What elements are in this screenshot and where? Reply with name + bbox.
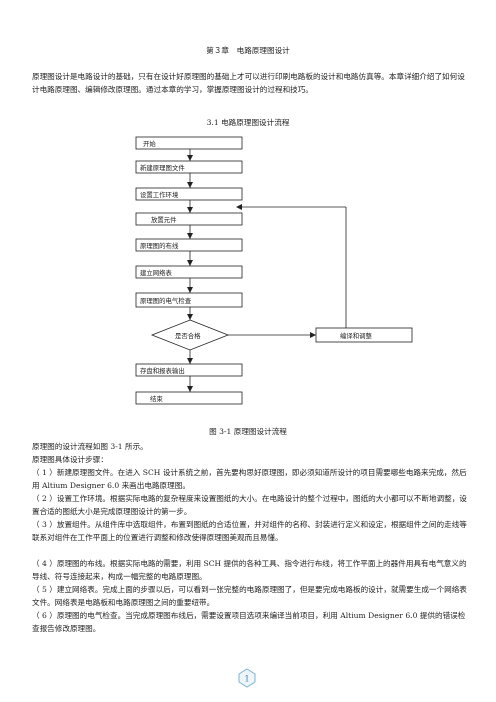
body-paragraph: 原理图的设计流程如图 3-1 所示。 <box>32 442 148 451</box>
flow-step-start-label: 开始 <box>143 139 156 148</box>
page-number-badge: 1 <box>238 668 256 688</box>
chapter-title: 第３章 电路原理图设计 <box>206 46 290 55</box>
arrowheads <box>187 155 193 392</box>
flow-side-step-label: 编译和调整 <box>340 331 373 340</box>
flow-step-netlist <box>135 265 243 279</box>
figure-caption: 图 3-1 原理图设计流程 <box>209 427 287 436</box>
body-paragraph: （ 1 ）新建原理图文件。在进入 SCH 设计系统之前，首先要构思好原理图，即必… <box>32 468 467 490</box>
body-paragraph: （ 2 ）设置工作环境。根据实际电路的复杂程度来设置图纸的大小。在电路设计的整个… <box>32 494 467 516</box>
flow-step-end <box>135 391 243 405</box>
flow-decision <box>150 319 230 351</box>
flow-step-erc <box>135 292 243 308</box>
flow-step-wiring-label: 原理图的布线 <box>140 241 179 250</box>
flow-step-save <box>135 363 243 377</box>
flow-decision-label: 是否合格 <box>175 331 201 340</box>
page-number: 1 <box>244 675 249 684</box>
flow-step-netlist-label: 建立网络表 <box>140 268 173 277</box>
flow-step-wiring <box>135 238 243 252</box>
flow-step-end-label: 结束 <box>150 394 163 403</box>
flow-step-new-file <box>135 160 243 174</box>
section-title: 3.1 电路原理图设计流程 <box>206 118 290 127</box>
flow-step-new-file-label: 新建原理图文件 <box>140 163 185 172</box>
flow-side-step <box>315 327 413 343</box>
flow-step-place-parts-label: 放置元件 <box>151 215 177 224</box>
body-paragraph: （ 3 ）放置组件。从组件库中选取组件，布置到图纸的合适位置，并对组件的名称、封… <box>32 520 467 542</box>
flow-step-erc-label: 原理图的电气检查 <box>140 296 192 305</box>
flow-step-environment <box>135 187 243 201</box>
body-paragraph: 原理图具体设计步骤： <box>32 455 108 464</box>
flow-step-start <box>135 136 243 150</box>
flow-step-environment-label: 设置工作环境 <box>140 190 179 199</box>
intro-paragraph: 原理图设计是电路设计的基础，只有在设计好原理图的基础上才可以进行印刷电路板的设计… <box>32 72 465 94</box>
body-paragraph: （ 4 ）原理图的布线。根据实际电路的需要，利用 SCH 提供的各种工具、指令进… <box>32 559 467 581</box>
body-paragraph: （ 5 ）建立网络表。完成上面的步骤以后，可以看到一张完整的电路原理图了，但是要… <box>32 585 467 607</box>
flow-step-place-parts <box>135 212 243 226</box>
flow-step-save-label: 存盘和报表输出 <box>140 366 185 375</box>
body-paragraph: （ 6 ）原理图的电气检查。当完成原理图布线后，需要设置项目选项来编译当前项目，… <box>32 611 466 633</box>
